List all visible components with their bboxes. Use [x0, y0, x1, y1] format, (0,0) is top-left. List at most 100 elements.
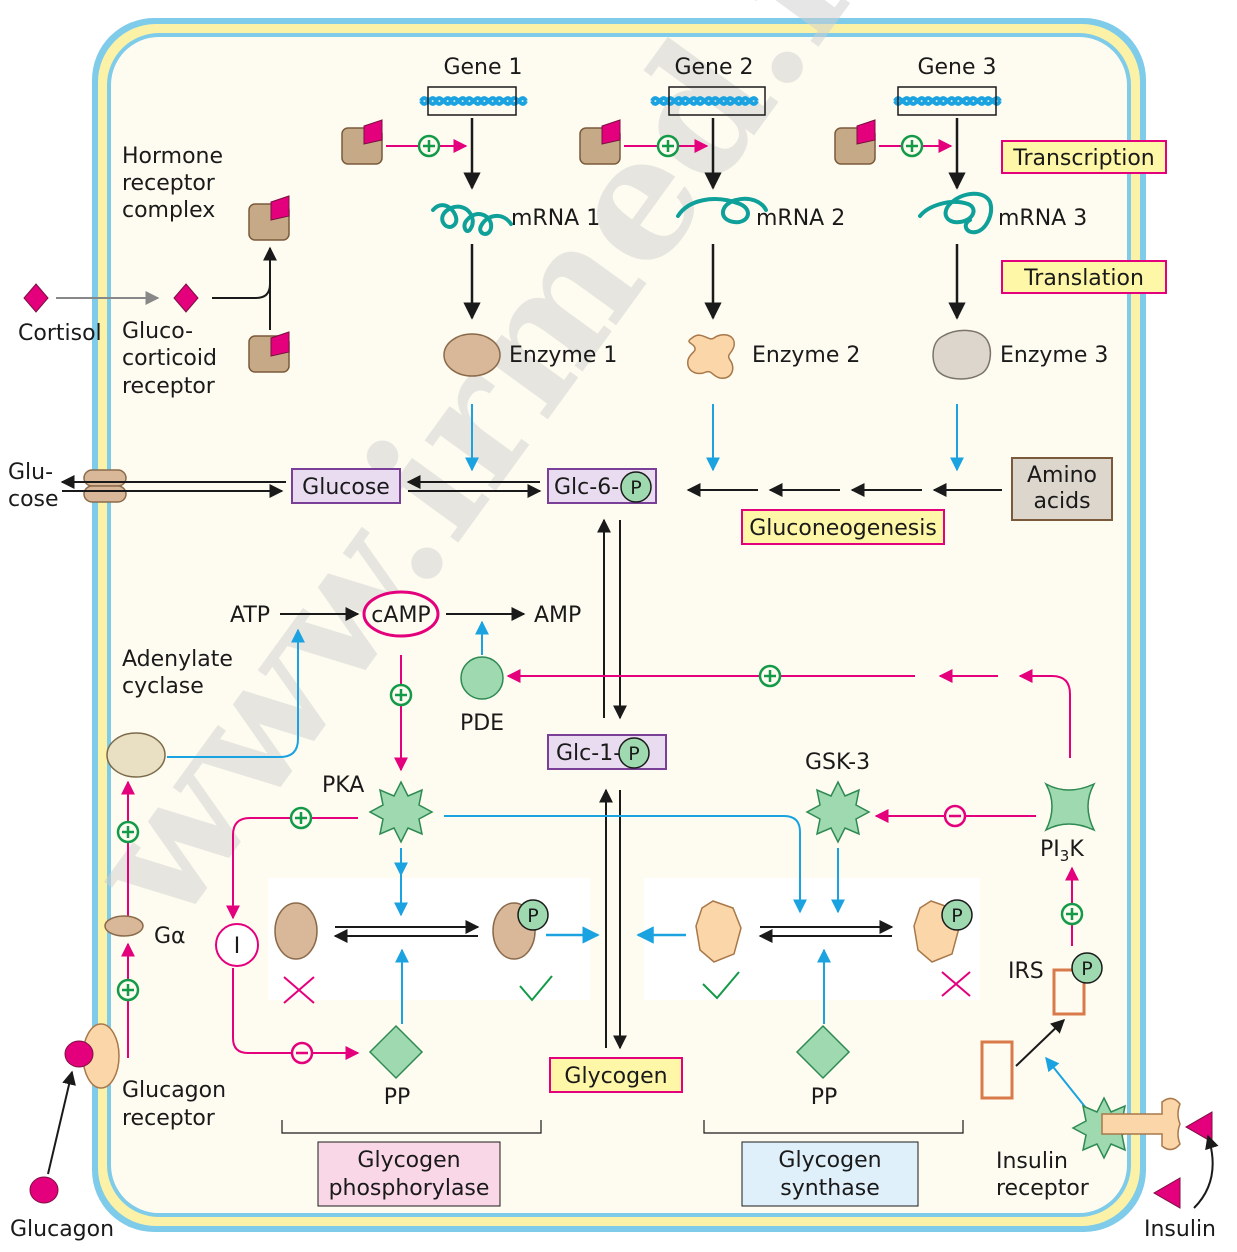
- mrna2-icon: [676, 196, 768, 225]
- synthase-phosphate-label: P: [951, 905, 962, 927]
- hormone-receptor-complex-label-1: Hormone: [122, 144, 223, 169]
- inhibitor-label: I: [234, 934, 241, 959]
- pp2-icon: [795, 1024, 851, 1080]
- enzyme1-label: Enzyme 1: [509, 343, 617, 368]
- g-alpha-icon: [104, 915, 144, 937]
- translation-label: Translation: [1023, 266, 1144, 291]
- plus-sign-gene3: [900, 134, 924, 158]
- synthase-active-icon: [695, 900, 742, 963]
- gene3-label: Gene 3: [917, 55, 996, 80]
- g-alpha-label: Gα: [154, 924, 186, 949]
- irs-phosphate-label: P: [1081, 958, 1092, 980]
- phosphorylase-inactive-icon: [274, 902, 318, 960]
- glucose-ext-label-2: cose: [8, 487, 59, 512]
- gene1-dna: [419, 86, 528, 116]
- camp-label: cAMP: [371, 603, 430, 628]
- mrna1-icon: [431, 203, 513, 236]
- irs-phosphate-icon: [1071, 952, 1103, 984]
- plus-sign-gene1: [417, 134, 441, 158]
- enzyme2-label: Enzyme 2: [752, 343, 860, 368]
- glc1p-phosphate-icon: [618, 737, 650, 769]
- glc6p-phosphate-icon: [620, 471, 652, 503]
- gluconeogenesis-box: [741, 509, 945, 545]
- pi3k-label-b: K: [1069, 837, 1084, 862]
- gene3-dna: [893, 86, 1002, 116]
- glucocorticoid-receptor-label-2: corticoid: [122, 346, 217, 371]
- glc6p-phosphate-label: P: [630, 477, 641, 499]
- insulin-icon: [1152, 1177, 1181, 1209]
- atp-label: ATP: [230, 603, 270, 628]
- glycogen-phosphorylase-label-2: phosphorylase: [329, 1176, 490, 1201]
- transcription-box: [1001, 140, 1167, 174]
- glucagon-bound-icon: [64, 1040, 94, 1068]
- plus-sign-pi3k: [1060, 902, 1084, 926]
- irs-unphosphorylated-icon: [980, 1040, 1014, 1100]
- hormone-receptor-complex-label-3: complex: [122, 198, 215, 223]
- glucose-box: [291, 468, 401, 504]
- glycogen-phosphorylase-box: [317, 1141, 501, 1207]
- gluconeogenesis-label: Gluconeogenesis: [749, 516, 937, 541]
- glucocorticoid-receptor-icon: [248, 331, 290, 373]
- mrna3-label: mRNA 3: [998, 206, 1087, 231]
- insulin-label: Insulin: [1144, 1217, 1216, 1242]
- glucose-ext-label-1: Glu-: [8, 460, 53, 485]
- plus-sign-cyclase: [116, 820, 140, 844]
- amino-acids-label-2: acids: [1033, 489, 1090, 514]
- pi3k-label-sub: 3: [1060, 847, 1070, 865]
- inhibitor-to-pp-arrow: [232, 968, 360, 1060]
- glucose-transporter-icon: [83, 469, 127, 503]
- synthase-phosphate-icon: [941, 899, 973, 931]
- glucocorticoid-receptor-label-1: Gluco-: [122, 319, 193, 344]
- adenylate-cyclase-icon: [106, 732, 166, 778]
- plus-sign-inhibitor: [289, 806, 313, 830]
- insulin-receptor-label-1: Insulin: [996, 1149, 1068, 1174]
- pde-icon: [460, 656, 504, 700]
- irs-label: IRS: [1008, 959, 1044, 984]
- insulin-bound-icon: [1184, 1111, 1213, 1143]
- plus-sign-gene2: [656, 134, 680, 158]
- irs-phosphorylation-arrow: [1015, 1019, 1066, 1067]
- phosphorylase-phosphate-label: P: [527, 905, 538, 927]
- insulin-binding-arrow: [1193, 1134, 1219, 1209]
- cortisol-label: Cortisol: [18, 321, 102, 346]
- glc6p-label: Glc-6-: [554, 475, 619, 500]
- glucagon-receptor-label-2: receptor: [122, 1106, 216, 1131]
- amino-acids-label-1: Amino: [1027, 463, 1097, 488]
- glucagon-icon: [29, 1176, 59, 1204]
- enzyme2-shape: [687, 333, 735, 379]
- glycogen-synthase-label-2: synthase: [780, 1176, 879, 1201]
- cortisol-bound-icon: [173, 283, 199, 313]
- camp-oval: [362, 590, 440, 638]
- pi3k-icon: [1044, 782, 1096, 832]
- glycogen-phosphorylase-label-1: Glycogen: [357, 1148, 460, 1173]
- phosphorylase-inactive-cross-icon: [283, 976, 315, 1004]
- mrna1-label: mRNA 1: [511, 206, 600, 231]
- glycogen-synthase-box: [741, 1141, 919, 1207]
- synthase-inactive-cross-icon: [941, 971, 971, 997]
- pp1-icon: [368, 1024, 424, 1080]
- synthase-bracket: [703, 1120, 964, 1134]
- enzyme3-shape: [932, 329, 992, 380]
- pi3k-label-a: PI: [1040, 837, 1060, 862]
- cortisol-icon: [23, 283, 49, 313]
- pi3k-to-pde-arrow: [1018, 669, 1071, 758]
- phosphorylase-active-check-icon: [519, 975, 553, 1002]
- inhibitor-icon: [215, 923, 259, 967]
- gene1-label: Gene 1: [443, 55, 522, 80]
- gene2-label: Gene 2: [674, 55, 753, 80]
- pka-label: PKA: [322, 773, 364, 798]
- insulin-receptor-effect-arrow: [1045, 1056, 1087, 1109]
- transcription-label: Transcription: [1012, 146, 1155, 171]
- glucagon-receptor-label-1: Glucagon: [122, 1078, 226, 1103]
- pka-to-inhibitor-arrow: [226, 817, 358, 920]
- amino-acids-box: [1011, 457, 1113, 521]
- synthase-active-check-icon: [702, 971, 740, 1000]
- pi3k-label: PI3K: [1040, 837, 1084, 865]
- insulin-receptor-icon: [1101, 1097, 1181, 1151]
- adenylate-cyclase-effect-arrow: [167, 628, 305, 758]
- hormone-receptor-complex-label-2: receptor: [122, 171, 216, 196]
- minus-sign-gsk3: [943, 804, 967, 828]
- glucocorticoid-receptor-label-3: receptor: [122, 374, 216, 399]
- glycogen-synthase-label-1: Glycogen: [778, 1148, 881, 1173]
